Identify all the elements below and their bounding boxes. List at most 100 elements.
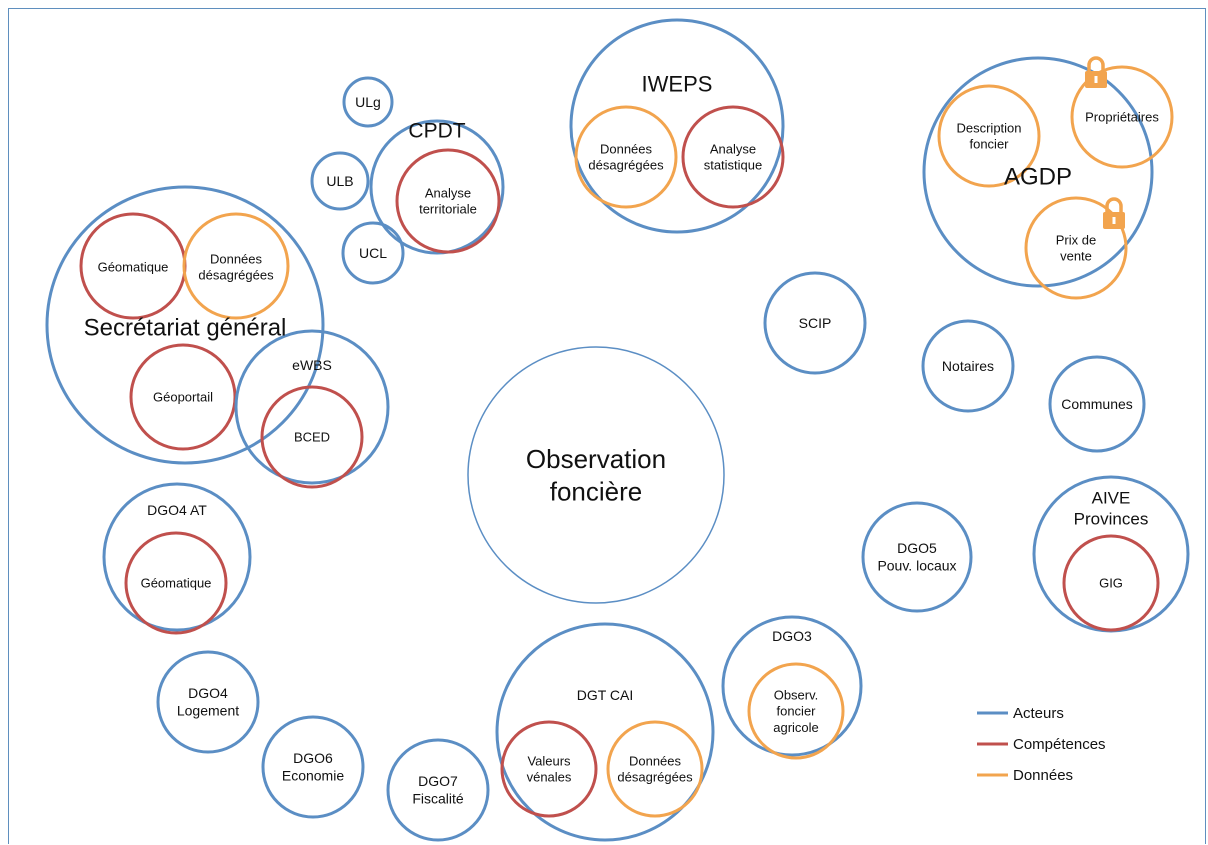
- actor-ewbs-label: eWBS: [292, 357, 332, 373]
- diagram-locks: [1085, 56, 1125, 229]
- competence-geomatique-dgo4: [124, 531, 228, 635]
- actor-ulg: [342, 76, 394, 128]
- actor-cpdt-label: CPDT: [408, 119, 465, 142]
- actor-agdp-label-line: AGDP: [1004, 163, 1072, 190]
- actor-secretariat-label-line: Secrétariat général: [84, 314, 287, 341]
- competence-valeurs-venales-label: Valeurs vénales: [527, 753, 572, 784]
- data-donnees-dgtcai-label-line: Données: [629, 753, 682, 768]
- actor-scip-label: SCIP: [799, 315, 832, 331]
- competence-geomatique-sg-label: Géomatique: [98, 260, 169, 275]
- actor-dgo7-label-line: DGO7: [418, 773, 458, 789]
- actor-communes-label: Communes: [1061, 396, 1133, 412]
- data-description-foncier-label-line: Description: [956, 120, 1021, 135]
- actor-ulg-label: ULg: [355, 94, 381, 110]
- data-donnees-sg: [182, 212, 290, 320]
- actor-dgtcai: [495, 622, 715, 842]
- competence-analyse-statistique-label: Analyse statistique: [704, 141, 763, 172]
- actor-dgo6-label-line: DGO6: [293, 750, 333, 766]
- data-description-foncier-label-line: foncier: [969, 137, 1009, 152]
- actor-aive-label-line: AIVE: [1092, 488, 1131, 507]
- data-observ-foncier-label-line: agricole: [773, 720, 819, 735]
- data-description-foncier-label: Description foncier: [956, 120, 1021, 151]
- actor-secretariat-label: Secrétariat général: [84, 314, 287, 341]
- data-description-foncier: [937, 84, 1041, 188]
- competence-geomatique-dgo4-label: Géomatique: [141, 576, 212, 591]
- actor-notaires-label: Notaires: [942, 358, 994, 374]
- data-donnees-dgtcai-label-line: désagrégées: [617, 770, 693, 785]
- data-donnees-iweps-label: Données désagrégées: [588, 141, 664, 172]
- competence-analyse-territoriale: [395, 148, 501, 254]
- actor-ulg-label-line: ULg: [355, 94, 381, 110]
- data-prix-de-vente-label-line: vente: [1060, 249, 1092, 264]
- lock-icon-proprietaires: [1085, 56, 1107, 88]
- actor-notaires: [921, 319, 1015, 413]
- data-donnees-dgtcai: [606, 720, 704, 818]
- data-prix-de-vente-label: Prix de vente: [1056, 232, 1096, 263]
- data-donnees-iweps: [574, 105, 678, 209]
- competence-valeurs-venales-label-line: vénales: [527, 770, 572, 785]
- data-proprietaires: [1070, 65, 1174, 169]
- data-donnees-sg-label-line: Données: [210, 251, 263, 266]
- actor-dgo3-label: DGO3: [772, 628, 812, 644]
- actor-agdp-label: AGDP: [1004, 163, 1072, 190]
- actor-dgo4-at-label-line: DGO4 AT: [147, 502, 207, 518]
- data-prix-de-vente-label-line: Prix de: [1056, 232, 1096, 247]
- competence-bced-label-line: BCED: [294, 430, 330, 445]
- diagram-circles: [45, 18, 1190, 842]
- competence-analyse-statistique-label-line: Analyse: [710, 141, 756, 156]
- competence-gig-label: GIG: [1099, 576, 1123, 591]
- actor-dgtcai-label-line: DGT CAI: [577, 687, 634, 703]
- competence-bced-label: BCED: [294, 430, 330, 445]
- actor-dgo3: [721, 615, 863, 757]
- competence-analyse-statistique-label-line: statistique: [704, 158, 763, 173]
- data-donnees-iweps-label-line: Données: [600, 141, 653, 156]
- competence-gig-label-line: GIG: [1099, 576, 1123, 591]
- actor-dgo7-label-line: Fiscalité: [412, 791, 464, 807]
- competence-valeurs-venales: [500, 720, 598, 818]
- competence-geomatique-dgo4-label-line: Géomatique: [141, 576, 212, 591]
- competence-valeurs-venales-label-line: Valeurs: [527, 753, 571, 768]
- data-donnees-iweps-label-line: désagrégées: [588, 158, 664, 173]
- actor-communes-label-line: Communes: [1061, 396, 1133, 412]
- competence-gig: [1062, 534, 1160, 632]
- actor-agdp: [922, 56, 1154, 288]
- actor-dgo5: [861, 501, 973, 613]
- actor-dgo3-label-line: DGO3: [772, 628, 812, 644]
- data-prix-de-vente: [1024, 196, 1128, 300]
- competence-geomatique-sg-label-line: Géomatique: [98, 260, 169, 275]
- actor-ucl-label-line: UCL: [359, 245, 387, 261]
- center-circle: [467, 346, 725, 604]
- actor-aive-label-line: Provinces: [1074, 510, 1149, 529]
- data-observ-foncier: [747, 662, 845, 760]
- center-circle-label-line: Observation: [526, 444, 666, 474]
- competence-analyse-territoriale-label-line: territoriale: [419, 202, 477, 217]
- legend-label-data: Données: [1013, 767, 1073, 784]
- actor-ucl-label: UCL: [359, 245, 387, 261]
- center-circle-label-line: foncière: [550, 476, 643, 506]
- actor-dgo6: [261, 715, 365, 819]
- actor-dgo4-logement-label-line: Logement: [177, 703, 239, 719]
- competence-geoportail-label: Géoportail: [153, 390, 213, 405]
- actor-scip-label-line: SCIP: [799, 315, 832, 331]
- competence-analyse-statistique: [681, 105, 785, 209]
- actor-aive-label: AIVE Provinces: [1074, 488, 1149, 528]
- actor-iweps: [569, 18, 785, 234]
- data-proprietaires-label-line: Propriétaires: [1085, 110, 1159, 125]
- actor-ucl: [341, 221, 405, 285]
- actor-communes: [1048, 355, 1146, 453]
- diagram-frame: [8, 8, 1206, 844]
- actor-dgo4-logement-label-line: DGO4: [188, 685, 228, 701]
- actor-scip: [763, 271, 867, 375]
- actor-secretariat: [45, 185, 325, 465]
